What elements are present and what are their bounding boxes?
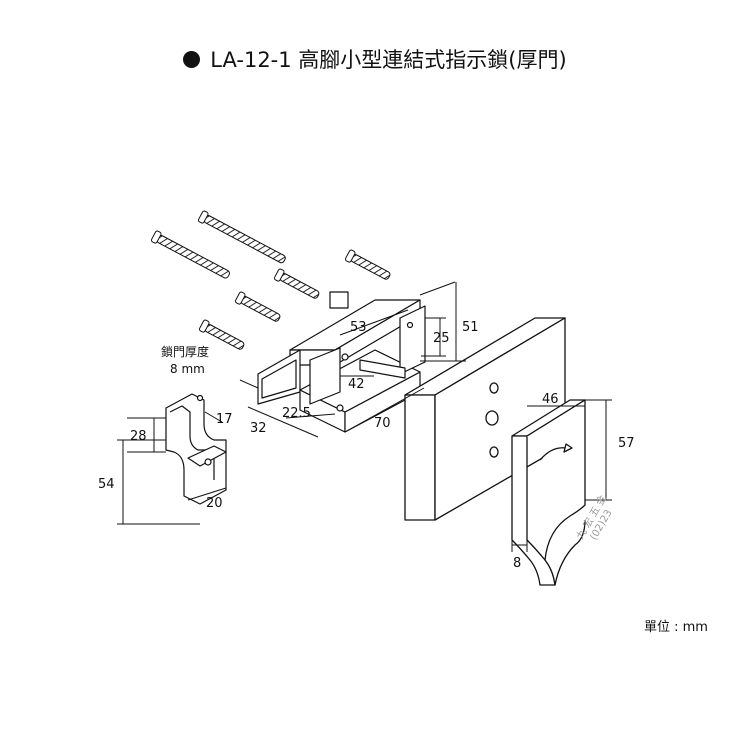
dim-54: 54 <box>98 477 115 492</box>
dim-70: 70 <box>374 416 391 431</box>
long-screw-2 <box>150 230 230 279</box>
short-screw-3 <box>234 291 281 322</box>
unit-label: 單位 : mm <box>644 620 708 635</box>
short-screw-1 <box>344 249 391 280</box>
dim-53: 53 <box>350 320 367 335</box>
diagram-title: LA-12-1 高腳小型連結式指示鎖(厚門) <box>0 44 750 74</box>
short-screw-4 <box>198 319 245 350</box>
dim-57: 57 <box>618 436 635 451</box>
indicator-cover <box>511 399 586 586</box>
screws <box>150 210 391 350</box>
long-screw-1 <box>197 210 286 264</box>
title-text: LA-12-1 高腳小型連結式指示鎖(厚門) <box>210 48 567 72</box>
dim-20: 20 <box>206 496 223 511</box>
dim-28: 28 <box>130 429 147 444</box>
dim-46: 46 <box>542 392 559 407</box>
watermark-char-3: 五 <box>588 505 603 519</box>
dim-32: 32 <box>250 421 267 436</box>
dimension-labels: 53 51 25 42 70 22.5 32 17 28 54 20 46 57… <box>98 320 635 571</box>
dim-51: 51 <box>462 320 479 335</box>
strike-bracket <box>165 393 227 505</box>
dim-25: 25 <box>433 331 450 346</box>
dimension-lines <box>117 281 612 552</box>
lock-body <box>257 291 426 433</box>
dim-22-5: 22.5 <box>282 406 311 421</box>
bullet-icon <box>183 51 201 68</box>
dim-17: 17 <box>216 412 233 427</box>
short-screw-2 <box>273 268 320 299</box>
door-panel <box>404 317 566 521</box>
dim-42: 42 <box>348 377 365 392</box>
dim-8: 8 <box>513 556 521 571</box>
door-thickness-label: 鎖門厚度 <box>161 344 209 359</box>
watermark-char-4: 金 <box>593 493 609 508</box>
door-thickness-value: 8 mm <box>170 362 205 376</box>
